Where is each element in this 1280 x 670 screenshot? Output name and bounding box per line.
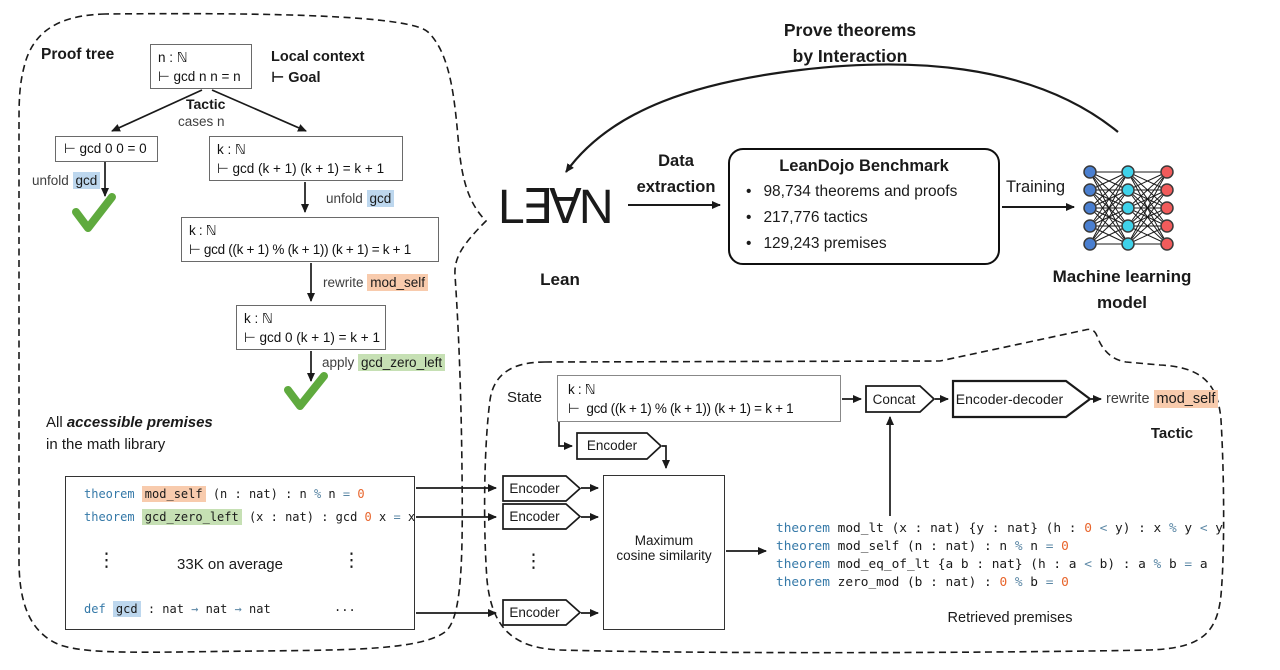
heading-text: All xyxy=(46,414,67,431)
vertical-dots: ⋮ xyxy=(342,549,361,571)
lean-logo: L∃∀N xyxy=(498,181,614,234)
benchmark-bullet: 217,776 tactics xyxy=(746,205,998,231)
neural-network-icon xyxy=(1083,165,1174,251)
premise-name: mod_self xyxy=(1153,390,1219,408)
lean-label: Lean xyxy=(540,270,580,289)
premise-name: gcd xyxy=(366,190,395,207)
proof-low-box: k : ℕ ⊢ gcd 0 (k + 1) = k + 1 xyxy=(236,305,386,350)
premises-heading-line2: in the math library xyxy=(46,436,166,453)
unfold-gcd-tactic: unfold gcd xyxy=(32,172,101,189)
premises-count-label: 33K on average xyxy=(177,556,283,573)
tactic-keyword: rewrite xyxy=(1106,391,1154,407)
proof-right-box: k : ℕ ⊢ gcd (k + 1) (k + 1) = k + 1 xyxy=(209,136,403,181)
encoder-chevron-label: Encoder xyxy=(509,509,560,524)
tactic-keyword: unfold xyxy=(32,173,73,188)
local-context-label: Local context xyxy=(271,49,365,65)
tactic-label: Tactic xyxy=(1150,425,1194,442)
cases-tactic: cases n xyxy=(178,114,225,129)
premise-name: mod_self xyxy=(367,274,429,291)
benchmark-box: LeanDojo Benchmark 98,734 theorems and p… xyxy=(728,148,1000,265)
encoder-decoder-chevron-label: Encoder-decoder xyxy=(955,391,1064,407)
concat-chevron-label: Concat xyxy=(872,392,916,407)
state-box: k : ℕ ⊢ gcd ((k + 1) % (k + 1)) (k + 1) … xyxy=(557,375,841,422)
data-extraction-label-line2: extraction xyxy=(636,178,716,196)
goal-statement: ⊢ gcd 0 (k + 1) = k + 1 xyxy=(244,330,380,345)
goal-statement: ⊢ gcd ((k + 1) % (k + 1)) (k + 1) = k + … xyxy=(189,242,411,257)
benchmark-bullet: 98,734 theorems and proofs xyxy=(746,179,998,205)
horizontal-dots: ... xyxy=(334,600,356,614)
retrieved-premise-line: theorem mod_lt (x : nat) {y : nat} (h : … xyxy=(776,521,1223,536)
data-extraction-label-line1: Data xyxy=(658,152,694,170)
max-cosine-label-line1: Maximum xyxy=(634,533,694,548)
state-label: State xyxy=(507,389,543,406)
retrieved-premise-line: theorem zero_mod (b : nat) : 0 % b = 0 xyxy=(776,575,1069,590)
check-icon xyxy=(284,372,328,410)
heading-emphasis: accessible premises xyxy=(66,414,213,431)
output-tactic: rewrite mod_self xyxy=(1106,390,1219,408)
vertical-dots: ⋮ xyxy=(524,550,543,572)
goal-statement: ⊢ gcd ((k + 1) % (k + 1)) (k + 1) = k + … xyxy=(568,401,794,416)
benchmark-bullet: 129,243 premises xyxy=(746,231,998,257)
encoder-chevron-label: Encoder xyxy=(586,438,638,453)
proof-tree-label: Proof tree xyxy=(41,46,115,63)
retrieved-premise-line: theorem mod_self (n : nat) : n % n = 0 xyxy=(776,539,1069,554)
unfold-gcd-tactic: unfold gcd xyxy=(326,190,395,207)
premises-heading-line1: All accessible premises xyxy=(46,414,213,431)
tactic-keyword: apply xyxy=(322,355,359,370)
prove-theorems-title-line1: Prove theorems xyxy=(783,20,917,40)
right-bubble-outline xyxy=(483,328,1225,654)
goal-statement: ⊢ gcd n n = n xyxy=(158,69,241,84)
max-cosine-box: Maximum cosine similarity xyxy=(603,475,725,630)
premise-name: gcd xyxy=(72,172,101,189)
interaction-arrow xyxy=(565,63,1119,173)
prove-theorems-title-line2: by Interaction xyxy=(792,46,908,66)
proof-root-box: n : ℕ ⊢ gcd n n = n xyxy=(150,44,252,89)
goal-context: k : ℕ xyxy=(189,223,217,238)
proof-mid-box: k : ℕ ⊢ gcd ((k + 1) % (k + 1)) (k + 1) … xyxy=(181,217,439,262)
training-label: Training xyxy=(1006,178,1065,196)
check-icon xyxy=(72,193,116,232)
max-cosine-label-line2: cosine similarity xyxy=(616,548,712,563)
left-bubble-outline xyxy=(18,12,488,653)
rewrite-mod-self-tactic: rewrite mod_self xyxy=(323,274,429,291)
benchmark-title: LeanDojo Benchmark xyxy=(779,157,949,175)
goal-statement: ⊢ gcd 0 0 = 0 xyxy=(64,141,147,156)
vertical-dots: ⋮ xyxy=(97,549,116,571)
encoder-chevron-label: Encoder xyxy=(509,605,560,620)
tactic-label: Tactic xyxy=(186,96,226,112)
goal-context: n : ℕ xyxy=(158,50,188,65)
ml-model-label-line2: model xyxy=(1096,293,1148,312)
encoder-chevron-label: Encoder xyxy=(509,481,560,496)
goal-context: k : ℕ xyxy=(568,382,596,397)
ml-model-label-line1: Machine learning xyxy=(1052,267,1192,286)
retrieved-premise-line: theorem mod_eq_of_lt {a b : nat} (h : a … xyxy=(776,557,1208,572)
retrieved-premises-label: Retrieved premises xyxy=(947,610,1073,626)
goal-context: k : ℕ xyxy=(244,311,273,326)
tactic-keyword: rewrite xyxy=(323,275,368,290)
premise-name: gcd_zero_left xyxy=(358,354,446,371)
goal-context: k : ℕ xyxy=(217,142,246,157)
tactic-keyword: unfold xyxy=(326,191,367,206)
goal-statement: ⊢ gcd (k + 1) (k + 1) = k + 1 xyxy=(217,161,385,176)
premise-line: def gcd : nat → nat → nat xyxy=(84,601,271,617)
premise-line: theorem mod_self (n : nat) : n % n = 0 xyxy=(84,486,365,502)
premise-line: theorem gcd_zero_left (x : nat) : gcd 0 … xyxy=(84,509,416,525)
apply-gcd-zero-left-tactic: apply gcd_zero_left xyxy=(322,354,446,371)
proof-leaf-box: ⊢ gcd 0 0 = 0 xyxy=(55,136,158,162)
goal-label: ⊢ Goal xyxy=(271,70,321,86)
